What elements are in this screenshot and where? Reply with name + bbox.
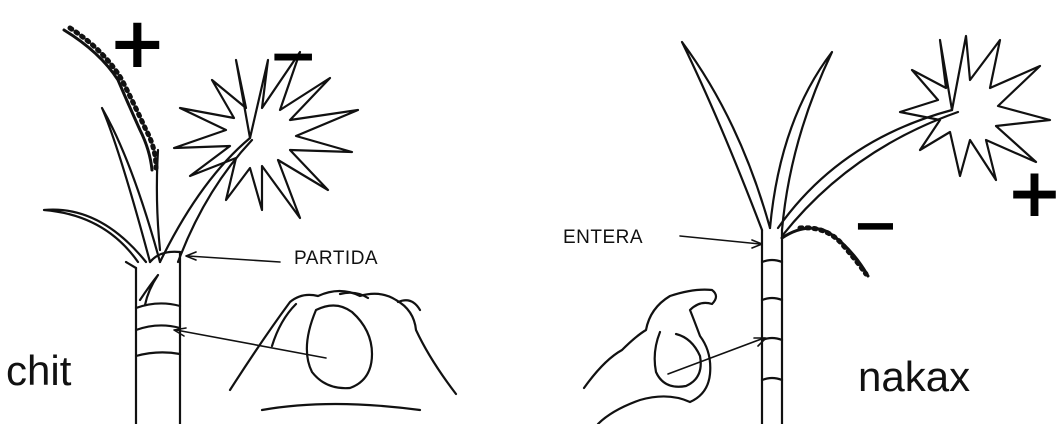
left-hand-fingers [262, 293, 420, 410]
left-split-stem [126, 252, 180, 305]
left-stem [136, 252, 180, 424]
minus-sign-left: − [268, 26, 318, 86]
right-stem-nodes [762, 260, 782, 380]
minus-sign-right: − [852, 198, 899, 254]
chit-label: chit [6, 350, 71, 392]
entera-pointer [680, 236, 760, 244]
left-flower-stalk [160, 138, 252, 262]
left-hand-pointer [176, 330, 326, 358]
left-hands [230, 291, 456, 410]
right-leaf-center [770, 52, 832, 230]
plus-sign-right: + [1006, 160, 1059, 228]
left-hand-ring [307, 305, 372, 388]
nakax-label: nakax [858, 356, 970, 398]
right-hand-outline [584, 290, 716, 424]
left-leaf-2 [44, 210, 146, 262]
right-hand-fingers [655, 332, 701, 387]
right-hand-pointer [668, 338, 764, 374]
entera-label: ENTERA [563, 228, 643, 247]
left-leaf-1 [102, 108, 160, 262]
pointer-lines [174, 236, 766, 374]
right-hand [584, 290, 716, 424]
partida-label: PARTIDA [294, 249, 378, 268]
right-leaf-left [682, 42, 770, 230]
plus-sign-left: + [108, 8, 167, 78]
partida-pointer [188, 256, 280, 262]
